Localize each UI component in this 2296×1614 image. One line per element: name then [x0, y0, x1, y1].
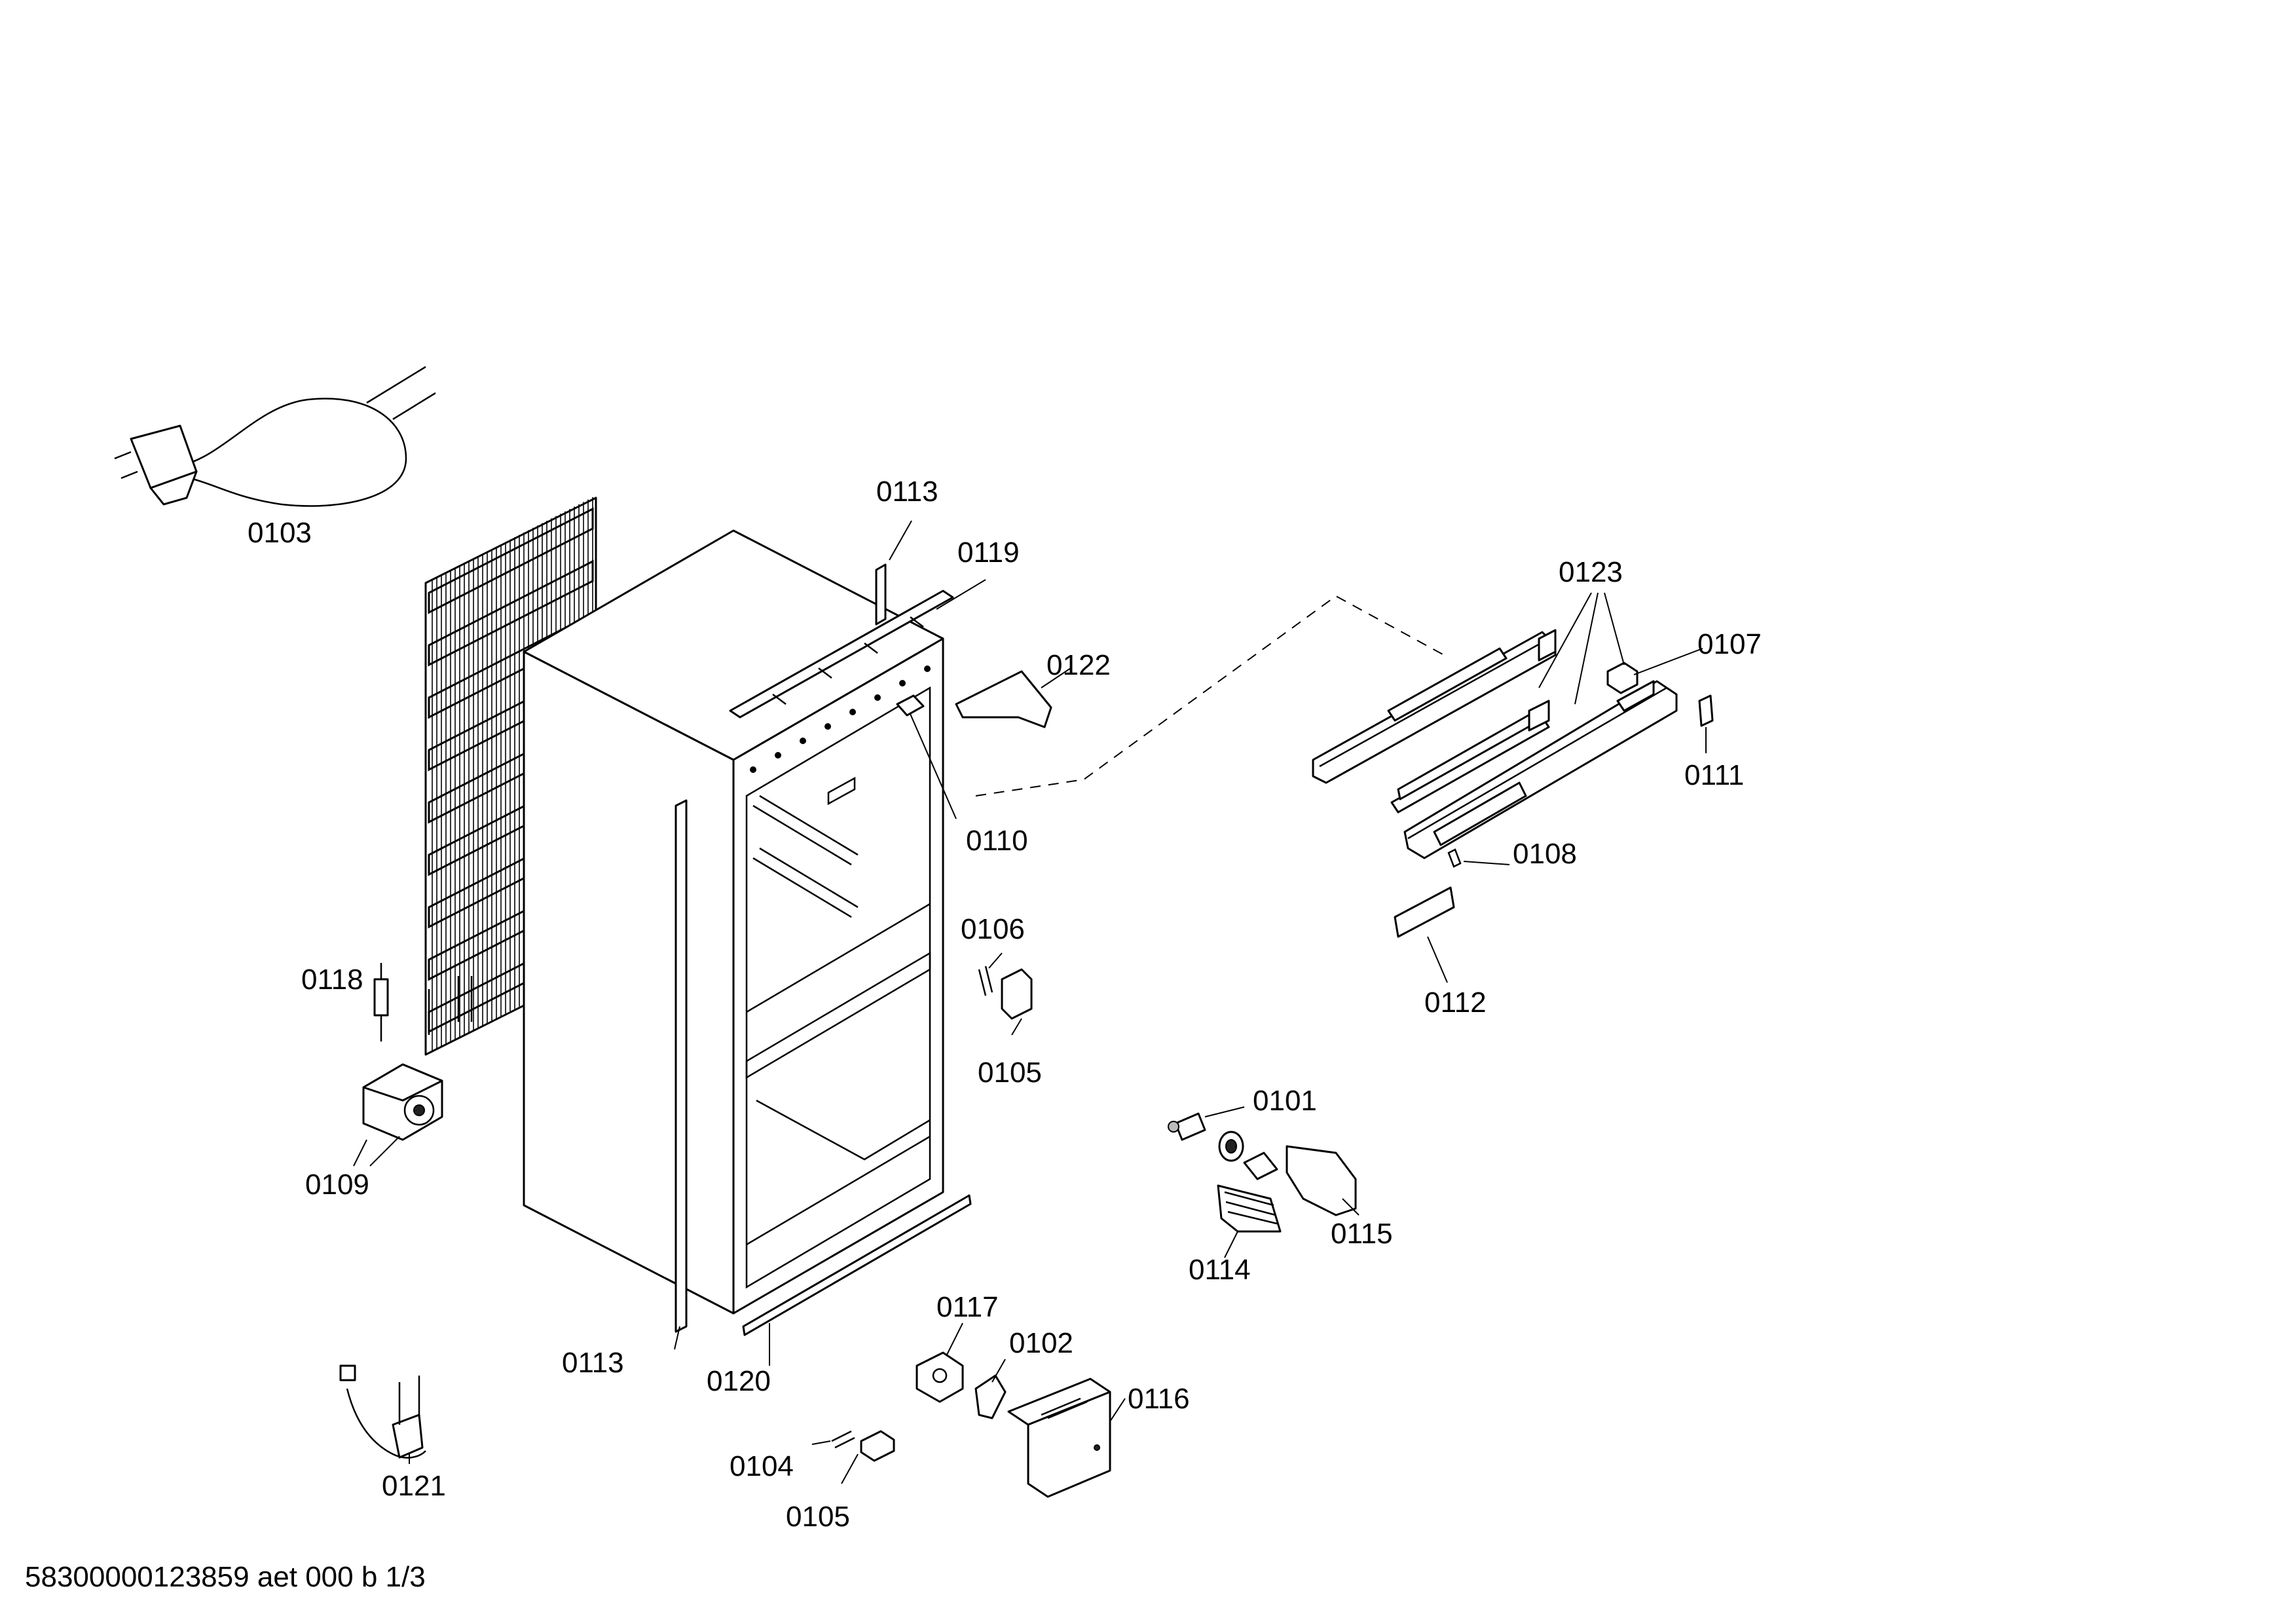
- strip-0113-bottom: [675, 799, 688, 1333]
- strip-0120: [742, 1194, 972, 1336]
- power-cord-part: [114, 366, 436, 507]
- block-0105-mid: [1001, 968, 1033, 1020]
- block-0105-bottom: [860, 1430, 895, 1462]
- label-0113-top: 0113: [876, 476, 938, 508]
- knob-0107: [1606, 662, 1639, 694]
- label-0104: 0104: [730, 1450, 794, 1482]
- strip-0113-top: [875, 563, 887, 626]
- label-0117: 0117: [936, 1291, 999, 1323]
- clip-0102: [974, 1374, 1007, 1419]
- label-0121: 0121: [382, 1470, 446, 1502]
- lamp-cover-0115: [1286, 1145, 1357, 1216]
- clip-0108: [1447, 848, 1462, 868]
- label-0112: 0112: [1424, 986, 1487, 1019]
- label-0118: 0118: [301, 964, 363, 996]
- hinge-bracket-0122: [955, 670, 1052, 728]
- bracket-0119: [729, 590, 954, 719]
- label-0108: 0108: [1513, 838, 1577, 870]
- switch-0117: [916, 1351, 964, 1403]
- label-0101: 0101: [1253, 1085, 1317, 1117]
- thermostat-0109: [362, 1063, 443, 1141]
- button-0111: [1698, 694, 1714, 727]
- label-0122: 0122: [1046, 649, 1111, 681]
- label-0111: 0111: [1684, 759, 1744, 791]
- cover-0116: [1007, 1378, 1111, 1498]
- block-0110: [896, 694, 925, 717]
- relay-0121: [339, 1364, 426, 1459]
- bulb-0101: [1168, 1112, 1206, 1141]
- probe-0118: [373, 963, 389, 1042]
- label-0123: 0123: [1559, 556, 1623, 588]
- label-0107: 0107: [1697, 628, 1762, 660]
- connection-dashed-line: [975, 595, 1445, 797]
- cabinet-part: [523, 529, 944, 1315]
- label-0114: 0114: [1189, 1254, 1251, 1286]
- label-0119: 0119: [957, 536, 1020, 569]
- label-0102: 0102: [1009, 1327, 1073, 1359]
- plate-0112: [1394, 886, 1455, 938]
- label-0110: 0110: [966, 825, 1028, 857]
- lamp-holder: [1243, 1152, 1278, 1180]
- control-rails-0123: [1312, 629, 1678, 859]
- label-0116: 0116: [1128, 1383, 1190, 1415]
- label-0105-bottom: 0105: [786, 1501, 850, 1533]
- label-0115: 0115: [1331, 1218, 1393, 1250]
- label-0106: 0106: [961, 913, 1025, 945]
- footer-document-id: 58300000123859 aet 000 b 1/3: [25, 1561, 426, 1593]
- clip-0104: [831, 1430, 855, 1449]
- lamp-shade-0114: [1217, 1184, 1282, 1233]
- label-0105-mid: 0105: [978, 1057, 1042, 1089]
- label-0103: 0103: [248, 517, 312, 549]
- label-0109: 0109: [305, 1169, 369, 1201]
- label-0120: 0120: [707, 1365, 771, 1397]
- clip-0106: [978, 966, 993, 996]
- label-0113-bottom: 0113: [562, 1347, 624, 1379]
